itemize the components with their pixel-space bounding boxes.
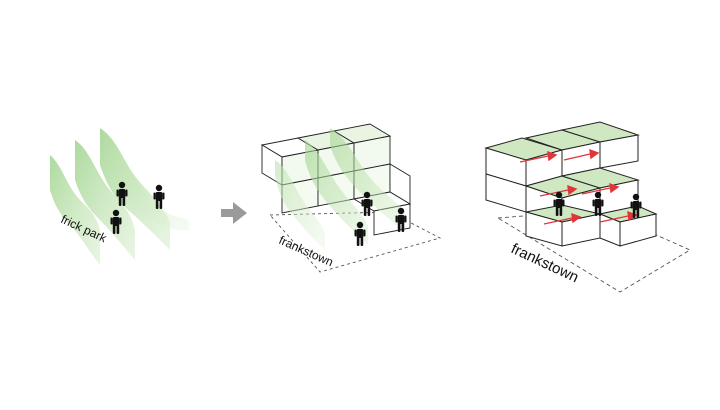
result-grid	[484, 121, 658, 247]
overlay-label: frankstown	[277, 233, 336, 269]
result-panel: frankstown	[484, 121, 691, 293]
park-panel: frick park	[50, 128, 190, 265]
arrow-right-icon	[221, 202, 247, 224]
result-ground-dashed	[496, 209, 691, 293]
overlay-panel: frankstown	[260, 123, 442, 273]
overlay-green-slopes	[275, 128, 405, 250]
result-red-arrows	[519, 148, 638, 225]
park-green-slopes	[50, 128, 190, 265]
result-label: frankstown	[508, 240, 581, 286]
